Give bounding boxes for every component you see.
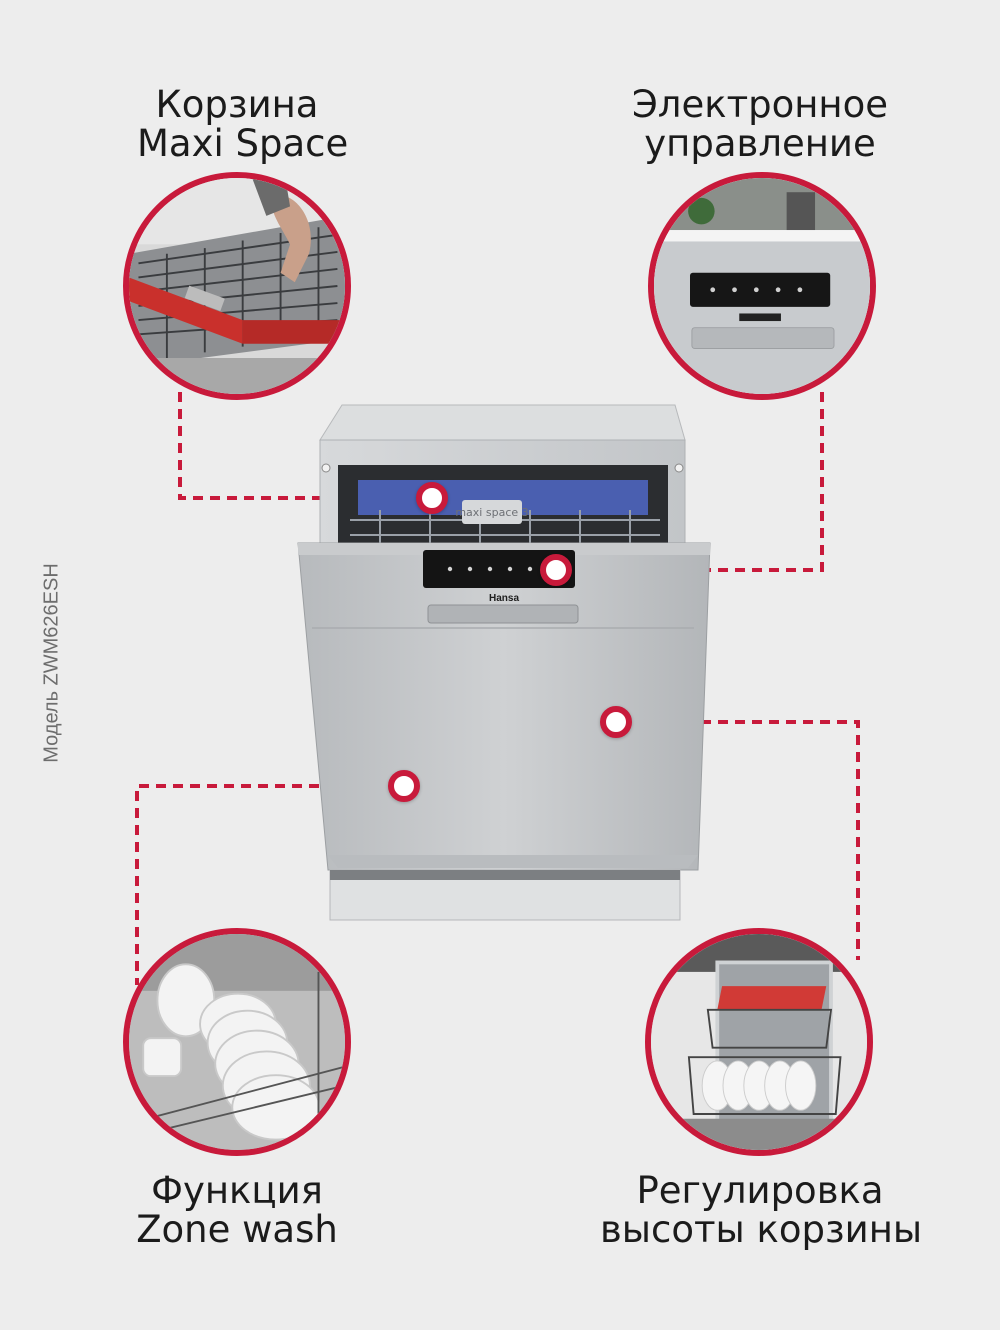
dishwasher-image: maxi space 3 Hansa [297, 404, 711, 921]
maxi-space-badge-text: maxi space 3 [455, 506, 528, 519]
feature-title-line: высоты корзины [600, 1208, 923, 1251]
brand-logo: Hansa [489, 593, 519, 604]
feature-title-line: Корзина [155, 83, 319, 126]
hotspot-electronic-control[interactable] [540, 554, 572, 586]
control-panel-illustration [654, 178, 870, 394]
hotspot-basket-height[interactable] [600, 706, 632, 738]
hotspot-zone-wash[interactable] [388, 770, 420, 802]
feature-title-line: управление [644, 122, 876, 165]
feature-title-line: Maxi Space [137, 122, 349, 165]
basket-drawer-illustration [129, 178, 345, 394]
feature-title-basket-height: Регулировка высоты корзины [600, 1169, 923, 1251]
basket-height-photo [645, 928, 873, 1156]
feature-title-line: Функция [151, 1169, 323, 1212]
open-dishwasher-illustration [651, 934, 867, 1150]
maxi-space-badge [462, 500, 522, 524]
plates-rack-illustration [129, 934, 345, 1150]
maxi-space-basket-photo [123, 172, 351, 400]
feature-title-maxi-space: Корзина Maxi Space [137, 83, 349, 165]
feature-title-line: Регулировка [636, 1169, 884, 1212]
model-label: Модель ZWM626ESH [40, 563, 63, 763]
hotspot-maxi-space[interactable] [416, 482, 448, 514]
control-panel [423, 550, 575, 588]
electronic-control-photo [648, 172, 876, 400]
feature-title-line: Zone wash [136, 1208, 338, 1251]
feature-title-zone-wash: Функция Zone wash [122, 1171, 352, 1249]
feature-title-electronic-control: Электронное управление [620, 85, 900, 163]
feature-title-line: Электронное [631, 83, 889, 126]
zone-wash-photo [123, 928, 351, 1156]
